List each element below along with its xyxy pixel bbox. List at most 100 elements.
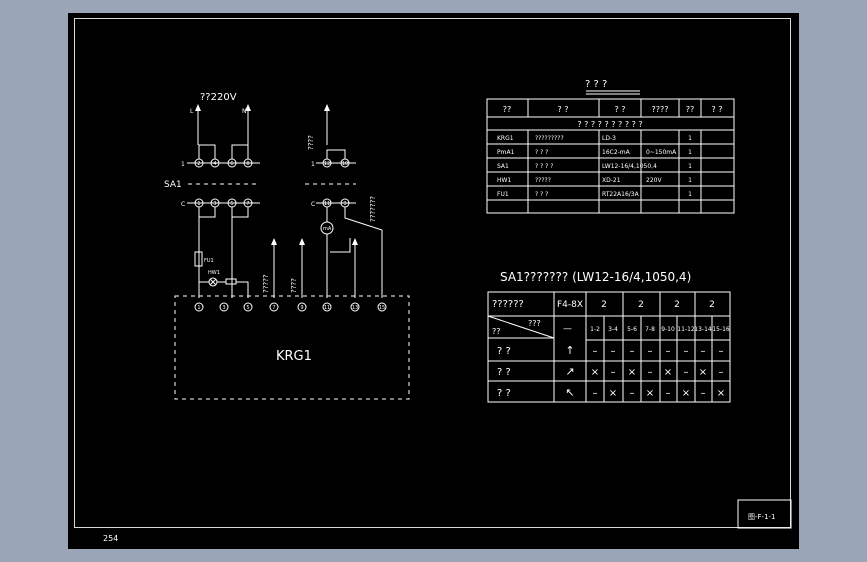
terminal-13 [350, 302, 360, 312]
parts-table-title: ? ? ? [585, 79, 607, 90]
switch-dash: — [563, 324, 572, 334]
terminal-number: 13 [352, 305, 358, 311]
contact-number: 6 [230, 161, 233, 167]
switch-row-label: ? ? [497, 388, 511, 399]
top-right-term: 1 [311, 161, 315, 168]
switch-contact-pair: 11-12 [677, 326, 695, 333]
parts-header-cell: ?? [686, 105, 695, 114]
switch-contact-pair: 15-16 [712, 326, 730, 333]
parts-header-cell: ? ? [557, 105, 568, 114]
parts-cell: 1 [688, 191, 692, 198]
switch-cell: × [646, 388, 654, 399]
parts-cell: ? ? ? [535, 191, 548, 198]
switch-cell: – [648, 346, 653, 357]
switch-cell: – [666, 346, 671, 357]
switch-row-symbol: ↖ [565, 386, 574, 399]
switch-cell: – [611, 367, 616, 378]
switch-contact-pair: 7-8 [645, 326, 655, 333]
parts-cell: 1 [688, 177, 692, 184]
terminal-row [194, 302, 387, 312]
title-block-text: 图-F-1-1 [748, 513, 776, 521]
parts-cell: 220V [646, 177, 662, 184]
terminal-9 [297, 302, 307, 312]
terminal-number: 15 [379, 305, 385, 311]
contact-number: 10 [342, 161, 348, 167]
page-number: 254 [103, 534, 118, 543]
controller-label: KRG1 [276, 349, 312, 364]
terminal-number: 3 [222, 305, 225, 311]
parts-cell: FU1 [497, 191, 509, 198]
terminal-15 [377, 302, 387, 312]
switch-cell: – [630, 346, 635, 357]
switch-cell: – [701, 388, 706, 399]
terminal-3 [219, 302, 229, 312]
switch-label: SA1 [164, 180, 182, 190]
supply-n-arrow [245, 104, 251, 111]
drawing-sheet [68, 13, 799, 549]
terminal-5 [243, 302, 253, 312]
bottom-left-term: C [181, 201, 185, 208]
terminal-number: 11 [324, 305, 330, 311]
terminal-7 [269, 302, 279, 312]
top-left-term: 1 [181, 161, 185, 168]
output-arrow-9 [299, 238, 305, 245]
switch-cell: – [666, 388, 671, 399]
switch-group-count: 2 [638, 300, 644, 310]
switch-cell: × [628, 367, 636, 378]
output-arrow-7 [271, 238, 277, 245]
parts-cell: PmA1 [497, 149, 515, 156]
parts-table [486, 98, 735, 214]
parts-cell: 1 [688, 163, 692, 170]
meter-label: mA [323, 226, 332, 232]
switch-contact-pair: 13-14 [694, 326, 712, 333]
contact-number: 8 [246, 161, 249, 167]
supply-label: ??220V [200, 92, 237, 103]
parts-cell: 0~150mA [646, 149, 677, 156]
parts-header-cell: ???? [652, 105, 669, 114]
switch-cell: × [699, 367, 707, 378]
lamp-label: HW1 [208, 270, 220, 276]
parts-cell: HW1 [497, 177, 511, 184]
switch-model: F4-8X [557, 300, 583, 310]
switch-row-label: ? ? [497, 346, 511, 357]
switch-row-symbol: ↑ [565, 344, 574, 357]
switch-cell: – [630, 388, 635, 399]
controller-box [174, 295, 410, 400]
vert-note-c: ????? [262, 274, 270, 293]
switch-cell: × [664, 367, 672, 378]
terminal-11 [322, 302, 332, 312]
parts-cell: SA1 [497, 163, 509, 170]
switch-cell: – [593, 346, 598, 357]
phase-n-label: N [242, 108, 247, 115]
contact-number: 1 [197, 201, 200, 207]
terminal-number: 1 [197, 305, 200, 311]
switch-row-label: ? ? [497, 367, 511, 378]
parts-cell: LD-3 [602, 135, 616, 142]
switch-corner-bottom: ?? [492, 327, 501, 336]
switch-cell: × [591, 367, 599, 378]
contact-number: 3 [213, 201, 216, 207]
switch-table [487, 291, 731, 403]
terminal-number: 9 [300, 305, 303, 311]
switch-row-symbol: ↗ [565, 365, 574, 378]
switch-group-count: 2 [601, 300, 607, 310]
switch-contact-pair: 3-4 [608, 326, 618, 333]
switch-contact-pair: 5-6 [627, 326, 637, 333]
switch-cell: × [717, 388, 725, 399]
fuse-symbol [194, 251, 203, 267]
resistor-symbol [225, 278, 237, 285]
terminal-number: 7 [272, 305, 275, 311]
parts-cell: 16C2-mA [602, 149, 631, 156]
title-block [737, 499, 792, 529]
parts-header-cell: ? ? [711, 105, 722, 114]
vert-note-b: ??????? [369, 196, 377, 222]
switch-cell: – [611, 346, 616, 357]
switch-cell: – [719, 346, 724, 357]
output-arrow-13 [352, 238, 358, 245]
contact-number: 2 [197, 161, 200, 167]
switch-cell: – [701, 346, 706, 357]
fuse-label: FU1 [204, 258, 214, 264]
switch-table-title: SA1??????? (LW12-16/4,1050,4) [500, 270, 691, 284]
terminal-number: 5 [246, 305, 249, 311]
switch-cell: × [682, 388, 690, 399]
